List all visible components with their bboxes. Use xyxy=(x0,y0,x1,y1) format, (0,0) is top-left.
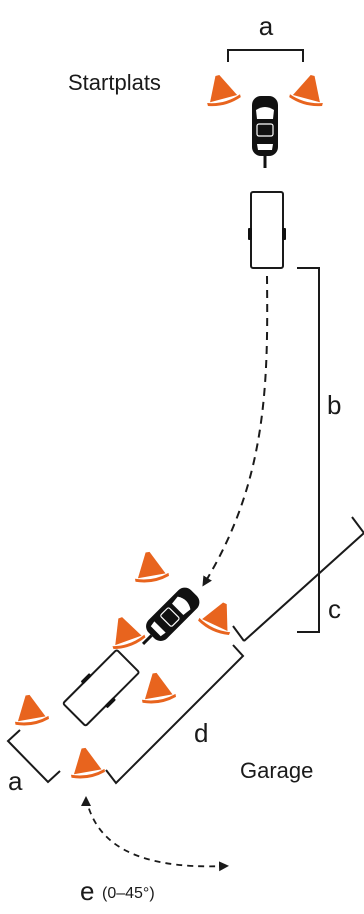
dimension-bracket-b xyxy=(297,267,320,633)
angle-arrow-e xyxy=(85,797,229,872)
cone-icon xyxy=(200,71,242,109)
label-startplats: Startplats xyxy=(68,70,161,95)
trailer-icon xyxy=(247,191,287,269)
angle-arrow-e-start-head xyxy=(81,796,91,806)
cone-icon xyxy=(104,612,147,652)
label-b: b xyxy=(327,390,341,420)
car-topview-icon xyxy=(251,95,279,169)
label-a-top: a xyxy=(259,11,274,41)
dimension-bracket-a-bottom xyxy=(6,729,61,784)
dimension-bracket-d xyxy=(105,644,245,785)
cone-icon xyxy=(196,596,241,638)
label-a-bottom: a xyxy=(8,766,23,796)
car-topview-icon xyxy=(133,583,204,654)
cone-icon xyxy=(66,745,106,781)
cone-icon xyxy=(288,71,330,109)
label-c: c xyxy=(328,594,341,624)
label-e-range: (0–45°) xyxy=(102,885,155,902)
label-garage: Garage xyxy=(240,758,313,783)
label-e: e xyxy=(80,876,94,906)
cone-icon xyxy=(10,692,50,728)
cone-icon xyxy=(137,670,177,706)
driving-path-dashed xyxy=(202,275,269,587)
garage-boundary xyxy=(232,516,364,642)
dimension-bracket-a-top xyxy=(227,49,304,62)
label-d: d xyxy=(194,718,208,748)
trailer-icon xyxy=(59,646,143,730)
cone-icon xyxy=(130,549,170,585)
